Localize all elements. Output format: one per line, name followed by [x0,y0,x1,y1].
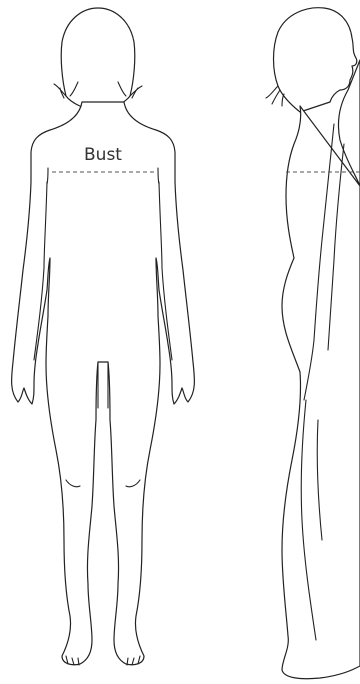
front-hair [61,8,135,112]
side-body-outline [282,60,360,679]
front-view-figure [12,8,195,665]
side-view-figure [266,8,360,679]
front-body-outline [12,102,195,665]
bust-label: Bust [84,145,122,165]
